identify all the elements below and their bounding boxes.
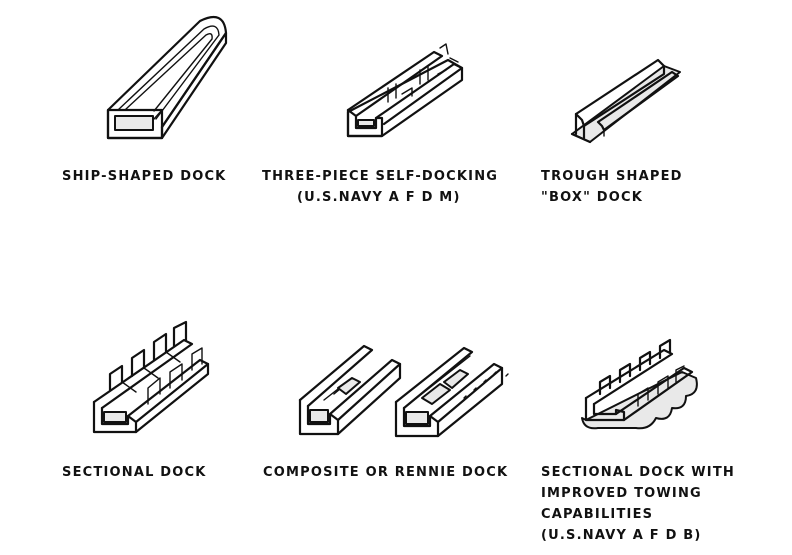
sectional-towing-dock-drawing — [576, 338, 702, 438]
label-line: "BOX" DOCK — [541, 190, 644, 205]
sectional-towing-dock-label: SECTIONAL DOCK WITH IMPROVED TOWING CAPA… — [541, 462, 735, 546]
label-line: IMPROVED TOWING — [541, 486, 702, 501]
label-line: (U.S.NAVY A F D B) — [541, 528, 702, 543]
label-line: TROUGH SHAPED — [541, 169, 683, 184]
label-line: (U.S.NAVY A F D M) — [297, 190, 461, 205]
sectional-dock-drawing — [88, 318, 213, 440]
label-line: COMPOSITE OR RENNIE DOCK — [263, 465, 509, 480]
ship-shaped-dock-label: SHIP-SHAPED DOCK — [62, 166, 226, 187]
trough-box-dock-drawing — [568, 60, 683, 150]
label-line: SHIP-SHAPED DOCK — [62, 169, 227, 184]
composite-rennie-dock-label: COMPOSITE OR RENNIE DOCK — [263, 462, 508, 483]
three-piece-self-docking-drawing — [342, 40, 470, 145]
label-line: THREE-PIECE SELF-DOCKING — [262, 169, 499, 184]
ship-shaped-dock-drawing — [100, 15, 235, 145]
sectional-dock-label: SECTIONAL DOCK — [62, 462, 207, 483]
label-line: CAPABILITIES — [541, 507, 654, 522]
label-line: SECTIONAL DOCK — [62, 465, 207, 480]
composite-rennie-dock-drawing — [294, 338, 514, 440]
trough-box-dock-label: TROUGH SHAPED "BOX" DOCK — [541, 166, 683, 208]
three-piece-self-docking-label: THREE-PIECE SELF-DOCKING (U.S.NAVY A F D… — [262, 166, 498, 208]
label-line: SECTIONAL DOCK WITH — [541, 465, 735, 480]
